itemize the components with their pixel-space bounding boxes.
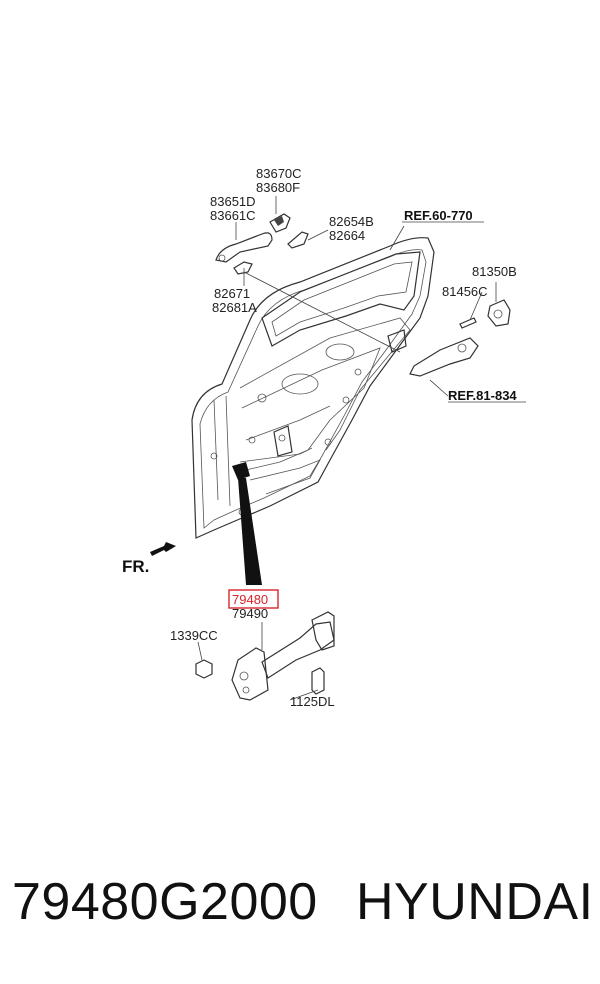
latch-group: [409, 299, 511, 377]
fr-label: FR.: [122, 557, 149, 576]
rear-door-panel: [191, 237, 435, 539]
label-83680f: 83680F: [256, 180, 300, 195]
footer-brand: HYUNDAI: [356, 873, 594, 931]
label-1125dl: 1125DL: [290, 694, 335, 709]
front-direction-indicator: FR.: [122, 542, 176, 576]
footer-part-number: 79480G2000: [12, 873, 318, 931]
label-82654b: 82654B: [329, 214, 374, 229]
label-1339cc: 1339CC: [170, 628, 218, 643]
door-checker-assembly: [195, 611, 335, 701]
label-81350b: 81350B: [472, 264, 517, 279]
label-83651d: 83651D: [210, 194, 256, 209]
label-82664: 82664: [329, 228, 365, 243]
outside-handle-group: [215, 213, 309, 275]
label-82681a: 82681A: [212, 300, 257, 315]
ref-81-834[interactable]: REF.81-834: [448, 388, 517, 403]
label-82671: 82671: [214, 286, 250, 301]
label-79480[interactable]: 79480: [232, 592, 268, 607]
leader-lines: [197, 196, 526, 701]
label-79490: 79490: [232, 606, 268, 621]
front-arrow-icon: [150, 542, 176, 556]
label-83670c: 83670C: [256, 166, 302, 181]
pointer-arrow: [238, 478, 262, 585]
highlight-box-79480: [228, 589, 279, 609]
label-83661c: 83661C: [210, 208, 256, 223]
label-81456c: 81456C: [442, 284, 488, 299]
ref-60-770[interactable]: REF.60-770: [404, 208, 473, 223]
